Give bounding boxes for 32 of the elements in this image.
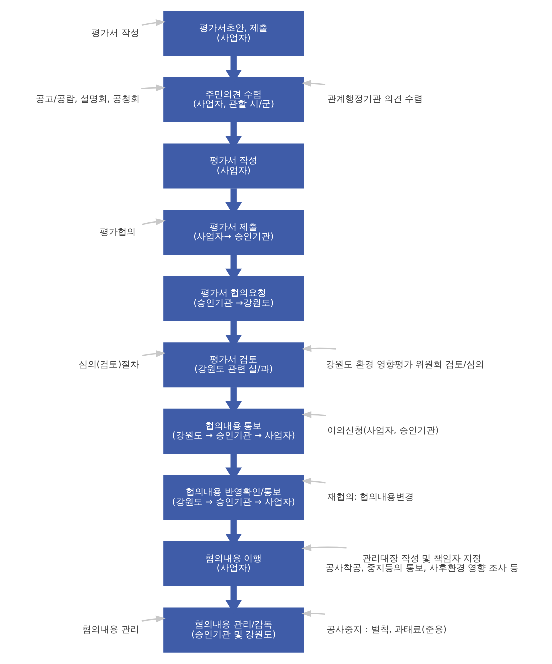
- node-text: 평가서 작성: [91, 28, 139, 39]
- node-box: 협의내용 반영확인/통보 (강원도 → 승인기관 → 사업자): [163, 475, 304, 520]
- arrow: [141, 616, 166, 623]
- arrow: [141, 20, 166, 26]
- arrow: [301, 478, 326, 485]
- arrow: [301, 610, 326, 618]
- node-box: 협의내용 관리/감독 (승인기관 및 강원도): [163, 608, 304, 653]
- node-text: 공사중지 : 벌칙, 과태료(준용): [326, 626, 446, 636]
- arrow: [301, 544, 346, 552]
- node-text: 관계행정기관 의견 수렴: [326, 95, 423, 106]
- node-box: 협의내용 통보 (강원도 → 승인기관 → 사업자): [163, 408, 304, 454]
- node-box: 주민의견 수렴 (사업자, 관할 시/군): [163, 77, 304, 123]
- arrow: [141, 218, 166, 226]
- node-text: 평가협의: [100, 228, 136, 238]
- node-text: 강원도 환경 영향평가 위원회 검토/심의: [326, 360, 484, 370]
- node-text: 공고/공람, 설명회, 공청회: [35, 95, 140, 106]
- node-text: 관리대장 작성 및 책임자 지정 공사착공, 중지등의 통보, 사후환경 영향 조사 등: [324, 554, 518, 574]
- node-box: 평가서초안, 제출 (사업자): [163, 11, 304, 56]
- node-text: 심의(검토)절차: [78, 360, 140, 370]
- node-box: 협의내용 이행 (사업자): [163, 541, 304, 587]
- node-box: 평가서 협의요청 (승인기관 →강원도): [163, 276, 304, 322]
- arrow: [301, 411, 326, 418]
- node-box: 평가서 제출 (사업자→ 승인기관): [163, 210, 304, 256]
- node-box: 평가서 검토 (강원도 관련 실/과): [163, 342, 304, 388]
- node-text: 협의내용 관리: [82, 626, 139, 636]
- node-box: 평가서 작성 (사업자): [163, 144, 304, 189]
- arrow: [301, 80, 326, 87]
- node-text: 이의신청(사업자, 승인기관): [326, 426, 438, 437]
- node-text: 재협의: 협의내용변경: [326, 492, 414, 503]
- arrow: [301, 345, 336, 352]
- arrow: [142, 350, 166, 358]
- arrow: [141, 84, 166, 92]
